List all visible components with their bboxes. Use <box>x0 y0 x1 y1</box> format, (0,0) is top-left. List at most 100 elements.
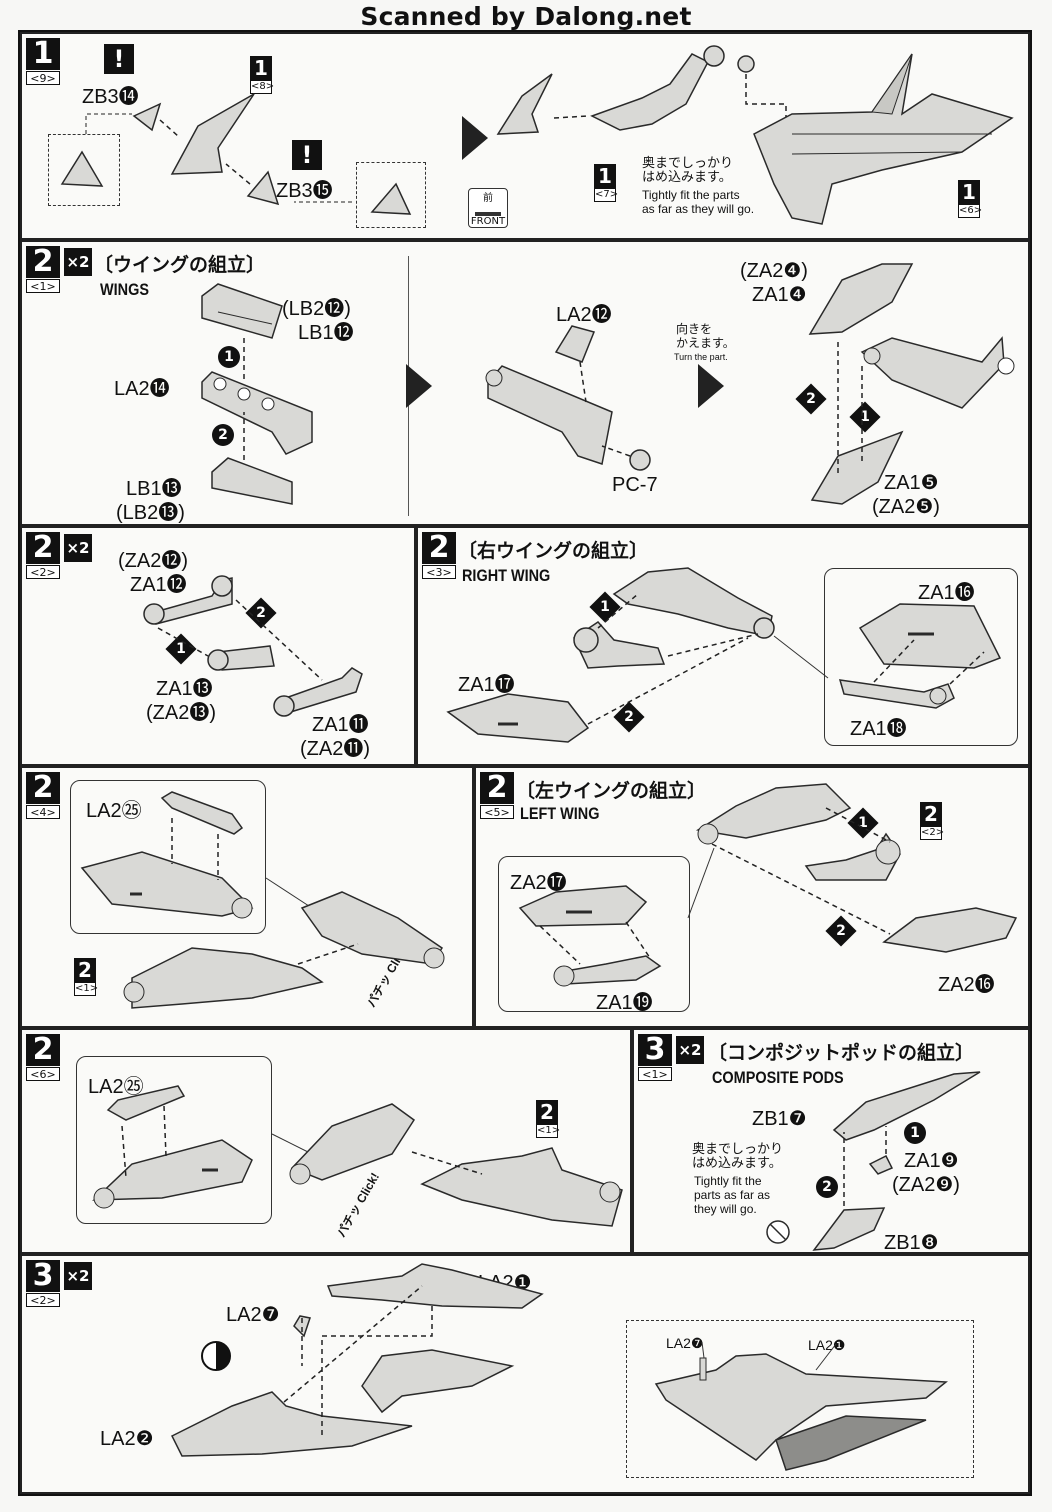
label-za1-19: ZA1⓳ <box>596 992 653 1014</box>
ref-step-1-7: 1<7> <box>594 164 619 202</box>
label-zb3-15: ZB3⓯ <box>276 180 333 202</box>
step-badge: 2<5> <box>480 772 514 819</box>
label-zb3-14: ZB3⓮ <box>82 86 139 108</box>
next-arrow <box>406 364 432 408</box>
note-en-fit-tight: Tightly fit the parts as far as they wil… <box>642 188 755 216</box>
detail-callout-right-wing <box>824 568 1018 746</box>
title-en: RIGHT WING <box>462 566 551 585</box>
step-badge: 2<3> <box>422 532 456 579</box>
label-za2-17: ZA2⓱ <box>510 872 567 894</box>
label-za2-11: (ZA2⓫) <box>300 738 370 760</box>
quantity-badge: ×2 <box>676 1036 704 1064</box>
note-jp-fit-tight: 奥までしっかり はめ込みます。 <box>692 1141 784 1170</box>
title-jp: 〔左ウイングの組立〕 <box>516 780 707 802</box>
wing-middle-assembly-drawing <box>485 325 651 471</box>
title-jp: 〔ウイングの組立〕 <box>94 254 266 276</box>
label-za1-5: ZA1❺ <box>884 472 939 494</box>
completed-pod-mount-drawing <box>654 1341 948 1471</box>
ref-step-2-2: 2<2> <box>920 802 945 840</box>
next-arrow <box>698 364 724 408</box>
wing-base-assembly-drawing <box>201 283 313 505</box>
wing-fin-assembly-drawing <box>60 93 412 215</box>
step-badge: 2<1> <box>26 246 60 293</box>
caution-icon: ! <box>292 140 322 170</box>
label-la2-25: LA2㉕ <box>88 1076 144 1098</box>
label-lb2-12: (LB2⓬) <box>282 298 351 320</box>
right-wing-detail-drawing <box>838 603 1002 709</box>
label-pc7: PC-7 <box>612 474 658 496</box>
label-la2-25: LA2㉕ <box>86 800 142 822</box>
detail-box-right <box>356 162 426 228</box>
pod-mount-assembly-drawing <box>170 1263 544 1457</box>
step-badge: 2<4> <box>26 772 60 819</box>
label-za2-4: (ZA2❹) <box>740 260 808 282</box>
step-badge: 3<1> <box>638 1034 672 1081</box>
label-za1-11: ZA1⓫ <box>312 714 369 736</box>
label-lb1-12: LB1⓬ <box>298 322 354 344</box>
torso-assembly-drawing <box>496 45 1014 225</box>
next-arrow <box>462 116 488 160</box>
detail-box-left <box>48 134 120 206</box>
step-marker-1: 1 <box>218 346 240 368</box>
instruction-page-frame <box>18 30 1032 1496</box>
turn-part-en: Turn the part. <box>674 352 728 362</box>
panel-step-1-9: 1 <9> ! ZB3⓮ 1<8> ! ZB3⓯ 1<7> 奥までしっかり はめ… <box>20 32 1030 240</box>
label-zb1-7: ZB1❼ <box>752 1108 807 1130</box>
title-en: COMPOSITE PODS <box>712 1068 844 1087</box>
inset-label-la2-1: LA2❶ <box>808 1337 846 1353</box>
label-la2-2: LA2❷ <box>100 1428 154 1450</box>
wing-cover-assembly-drawing <box>80 791 445 1009</box>
panel-step-2-1-wings: 2<1> ×2 〔ウイングの組立〕 WINGS (LB2⓬) LB1⓬ LA2⓮… <box>20 240 1030 526</box>
turn-part-jp: 向きを かえます。 <box>676 322 735 350</box>
caution-icon: ! <box>104 44 134 74</box>
ref-step-2-1: 2<1> <box>536 1100 561 1138</box>
label-la2-12: LA2⓬ <box>556 304 612 326</box>
label-lb2-13: (LB2⓭) <box>116 502 185 524</box>
left-wing-cover-assembly-drawing <box>92 1085 623 1227</box>
step-marker-1: 1 <box>904 1122 926 1144</box>
label-la2-14: LA2⓮ <box>114 378 170 400</box>
step-badge: 1 <9> <box>26 38 60 85</box>
label-la2-7: LA2❼ <box>226 1304 280 1326</box>
panel-step-3-2: 3<2> ×2 LA2❶ LA2❼ LA2❷ LA2❼ LA2❶ <box>20 1254 1030 1494</box>
completed-view-box <box>626 1320 974 1478</box>
label-za1-16: ZA1⓰ <box>918 582 975 604</box>
inset-label-la2-7: LA2❼ <box>666 1335 704 1351</box>
quantity-badge: ×2 <box>64 1262 92 1290</box>
right-wing-drawing <box>446 567 829 743</box>
composite-pod-drawing <box>766 1071 981 1251</box>
label-za2-16: ZA2⓰ <box>938 974 995 996</box>
step-marker-2: 2 <box>816 1176 838 1198</box>
scan-watermark-title: Scanned by Dalong.net <box>358 2 694 33</box>
step-badge: 3<2> <box>26 1260 60 1307</box>
label-zb1-8: ZB1❽ <box>884 1232 939 1254</box>
label-za2-5: (ZA2❺) <box>872 496 940 518</box>
quantity-badge: ×2 <box>64 534 92 562</box>
label-za1-12: ZA1⓬ <box>130 574 187 596</box>
panel-step-2-4: 2<4> LA2㉕ 2<1> パチッ Click! <box>20 766 474 1028</box>
panel-step-2-2: 2<2> ×2 (ZA2⓬) ZA1⓬ ZA1⓭ (ZA2⓭) ZA1⓫ (ZA… <box>20 526 416 766</box>
detail-callout <box>498 856 690 1012</box>
label-za1-13: ZA1⓭ <box>156 678 213 700</box>
label-za2-12: (ZA2⓬) <box>118 550 188 572</box>
panel-step-2-6: 2<6> LA2㉕ 2<1> パチッ Click! <box>20 1028 632 1254</box>
left-wing-drawing <box>518 783 1018 987</box>
ref-step-2-1: 2<1> <box>74 958 99 996</box>
panel-step-2-5-left-wing: 2<5> 〔左ウイングの組立〕 LEFT WING 2<2> ZA2⓱ ZA1⓳… <box>474 766 1030 1028</box>
detail-callout <box>70 780 266 934</box>
title-jp: 〔右ウイングの組立〕 <box>458 540 649 562</box>
ref-step-1-6: 1<6> <box>958 180 983 218</box>
label-za1-9: ZA1❾ <box>904 1150 959 1172</box>
step-badge: 2<2> <box>26 532 60 579</box>
title-jp: 〔コンポジットポッドの組立〕 <box>708 1042 975 1064</box>
quantity-badge: ×2 <box>64 248 92 276</box>
wing-final-assembly-drawing <box>808 263 1015 505</box>
joint-arm-drawing <box>143 575 363 717</box>
panel-step-3-1-composite-pods: 3<1> ×2 〔コンポジットポッドの組立〕 COMPOSITE PODS ZB… <box>632 1028 1030 1254</box>
label-za2-13: (ZA2⓭) <box>146 702 216 724</box>
label-za1-17: ZA1⓱ <box>458 674 515 696</box>
step-badge: 2<6> <box>26 1034 60 1081</box>
label-za1-18: ZA1⓲ <box>850 718 907 740</box>
label-lb1-13: LB1⓭ <box>126 478 182 500</box>
